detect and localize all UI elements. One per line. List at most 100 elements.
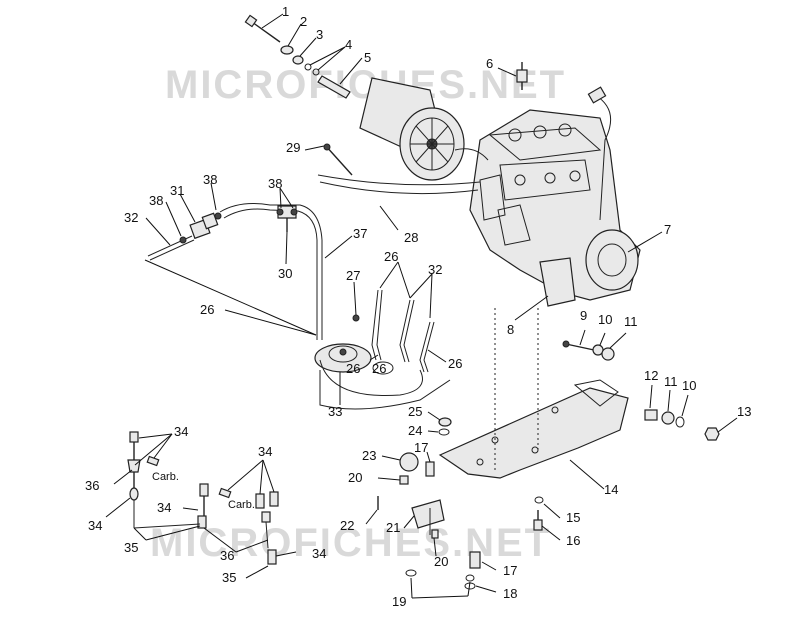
callout-12: 12: [644, 368, 658, 383]
hose-part-37: [219, 203, 323, 340]
carb-label-1: Carb.: [152, 471, 179, 483]
callout-13: 13: [737, 404, 751, 419]
nut-part-25: [438, 417, 452, 427]
pulse-line: [319, 370, 451, 410]
callout-32-right: 32: [428, 262, 442, 277]
mounting-plate-part-14: [438, 379, 629, 479]
watermark-top: MICROFICHES.NET: [165, 63, 566, 107]
spacer-part-12: [644, 409, 658, 421]
leader-lines-lower-left: [105, 433, 297, 579]
callout-8: 8: [507, 322, 514, 337]
fuel-pump-part-33: [314, 343, 423, 397]
nut-part-20-upper: [399, 475, 409, 485]
tee-fitting-part-30: [276, 205, 298, 232]
spacer-part-5: [317, 75, 351, 99]
bolt-part-9: [562, 340, 595, 351]
callout-26-right: 26: [448, 356, 462, 371]
callout-19: 19: [392, 594, 406, 609]
callout-24: 24: [408, 423, 422, 438]
hose-link: [454, 148, 489, 161]
callout-3: 3: [316, 27, 323, 42]
fuel-filter-part-31: [189, 212, 219, 240]
grommet-part-11-right: [661, 411, 675, 425]
clamp-part-38-left: [179, 236, 187, 244]
gauge-part-23: [399, 452, 419, 472]
washer-part-3: [292, 55, 304, 65]
hose-part-32-left-b: [149, 239, 195, 261]
callout-34-d: 34: [88, 518, 102, 533]
callout-1: 1: [282, 4, 289, 19]
washer-part-19-b: [465, 574, 475, 582]
spark-plug-part-6: [516, 62, 528, 90]
callout-26-left: 26: [200, 302, 214, 317]
callout-38-left: 38: [149, 193, 163, 208]
clip-part-27: [352, 314, 360, 322]
fuel-fittings-right: [199, 483, 279, 565]
callout-33: 33: [328, 404, 342, 419]
washer-part-2: [280, 45, 294, 55]
callout-11-lower: 11: [664, 374, 678, 389]
callout-35-right: 35: [222, 570, 236, 585]
callout-38-right: 38: [268, 176, 282, 191]
callout-36-left: 36: [85, 478, 99, 493]
engine-block: [469, 109, 641, 307]
callout-31: 31: [170, 183, 184, 198]
callout-16: 16: [566, 533, 580, 548]
leader-lines-upper: [144, 13, 663, 405]
callout-22: 22: [340, 518, 354, 533]
callout-15: 15: [566, 510, 580, 525]
callout-2: 2: [300, 14, 307, 29]
washer-part-15: [534, 496, 544, 504]
clamp-part-38-mid: [214, 212, 222, 220]
callout-25: 25: [408, 404, 422, 419]
callout-9: 9: [580, 308, 587, 323]
callout-34-a: 34: [174, 424, 188, 439]
callout-20-upper: 20: [348, 470, 362, 485]
callout-10-upper: 10: [598, 312, 612, 327]
callout-36-right: 36: [220, 548, 234, 563]
callout-14: 14: [604, 482, 618, 497]
callout-37: 37: [353, 226, 367, 241]
callout-30: 30: [278, 266, 292, 281]
callout-5: 5: [364, 50, 371, 65]
callout-26-center: 26: [372, 361, 386, 376]
bolt-part-16: [533, 510, 543, 531]
callout-35-left: 35: [124, 540, 138, 555]
fuel-fittings-left: [127, 431, 207, 529]
nut-part-20-lower: [431, 529, 439, 539]
callout-38-mid: 38: [203, 172, 217, 187]
callout-26-top: 26: [384, 249, 398, 264]
callout-26-pump: 26: [346, 361, 360, 376]
fitting-part-17-lower: [469, 551, 481, 569]
cable-part-28: [317, 174, 481, 186]
washer-part-10-right: [675, 416, 685, 428]
carb-label-2: Carb.: [228, 499, 255, 511]
rings-part-4: [304, 63, 320, 76]
callout-6: 6: [486, 56, 493, 71]
callout-20-lower: 20: [434, 554, 448, 569]
callout-7: 7: [664, 222, 671, 237]
hoses-part-32-right: [371, 289, 435, 373]
bolt-part-1: [244, 14, 281, 43]
bracket-part-21: [411, 499, 445, 535]
callout-10-lower: 10: [682, 378, 696, 393]
callout-29: 29: [286, 140, 300, 155]
callout-34-c: 34: [157, 500, 171, 515]
callout-34-b: 34: [258, 444, 272, 459]
rod-part-29: [323, 143, 353, 176]
grommet-part-11: [601, 347, 615, 361]
callout-17-upper: 17: [414, 440, 428, 455]
callout-32-left: 32: [124, 210, 138, 225]
leader-lines-lower-right: [365, 329, 738, 599]
callout-4: 4: [345, 37, 352, 52]
callout-18: 18: [503, 586, 517, 601]
washer-part-19-a: [405, 569, 417, 577]
watermark-bottom: MICROFICHES.NET: [150, 521, 551, 565]
callout-21: 21: [386, 520, 400, 535]
callout-23: 23: [362, 448, 376, 463]
callout-34-e: 34: [312, 546, 326, 561]
callout-17-lower: 17: [503, 563, 517, 578]
callout-11-upper: 11: [624, 314, 638, 329]
